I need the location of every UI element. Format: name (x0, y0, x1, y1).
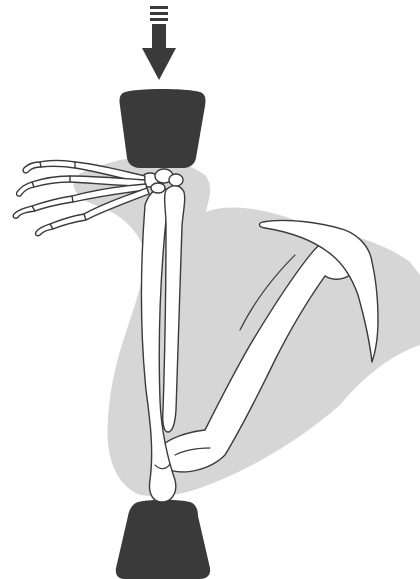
upper-clamp (120, 89, 206, 168)
down-arrow-icon (142, 6, 176, 80)
lower-clamp (116, 500, 210, 579)
